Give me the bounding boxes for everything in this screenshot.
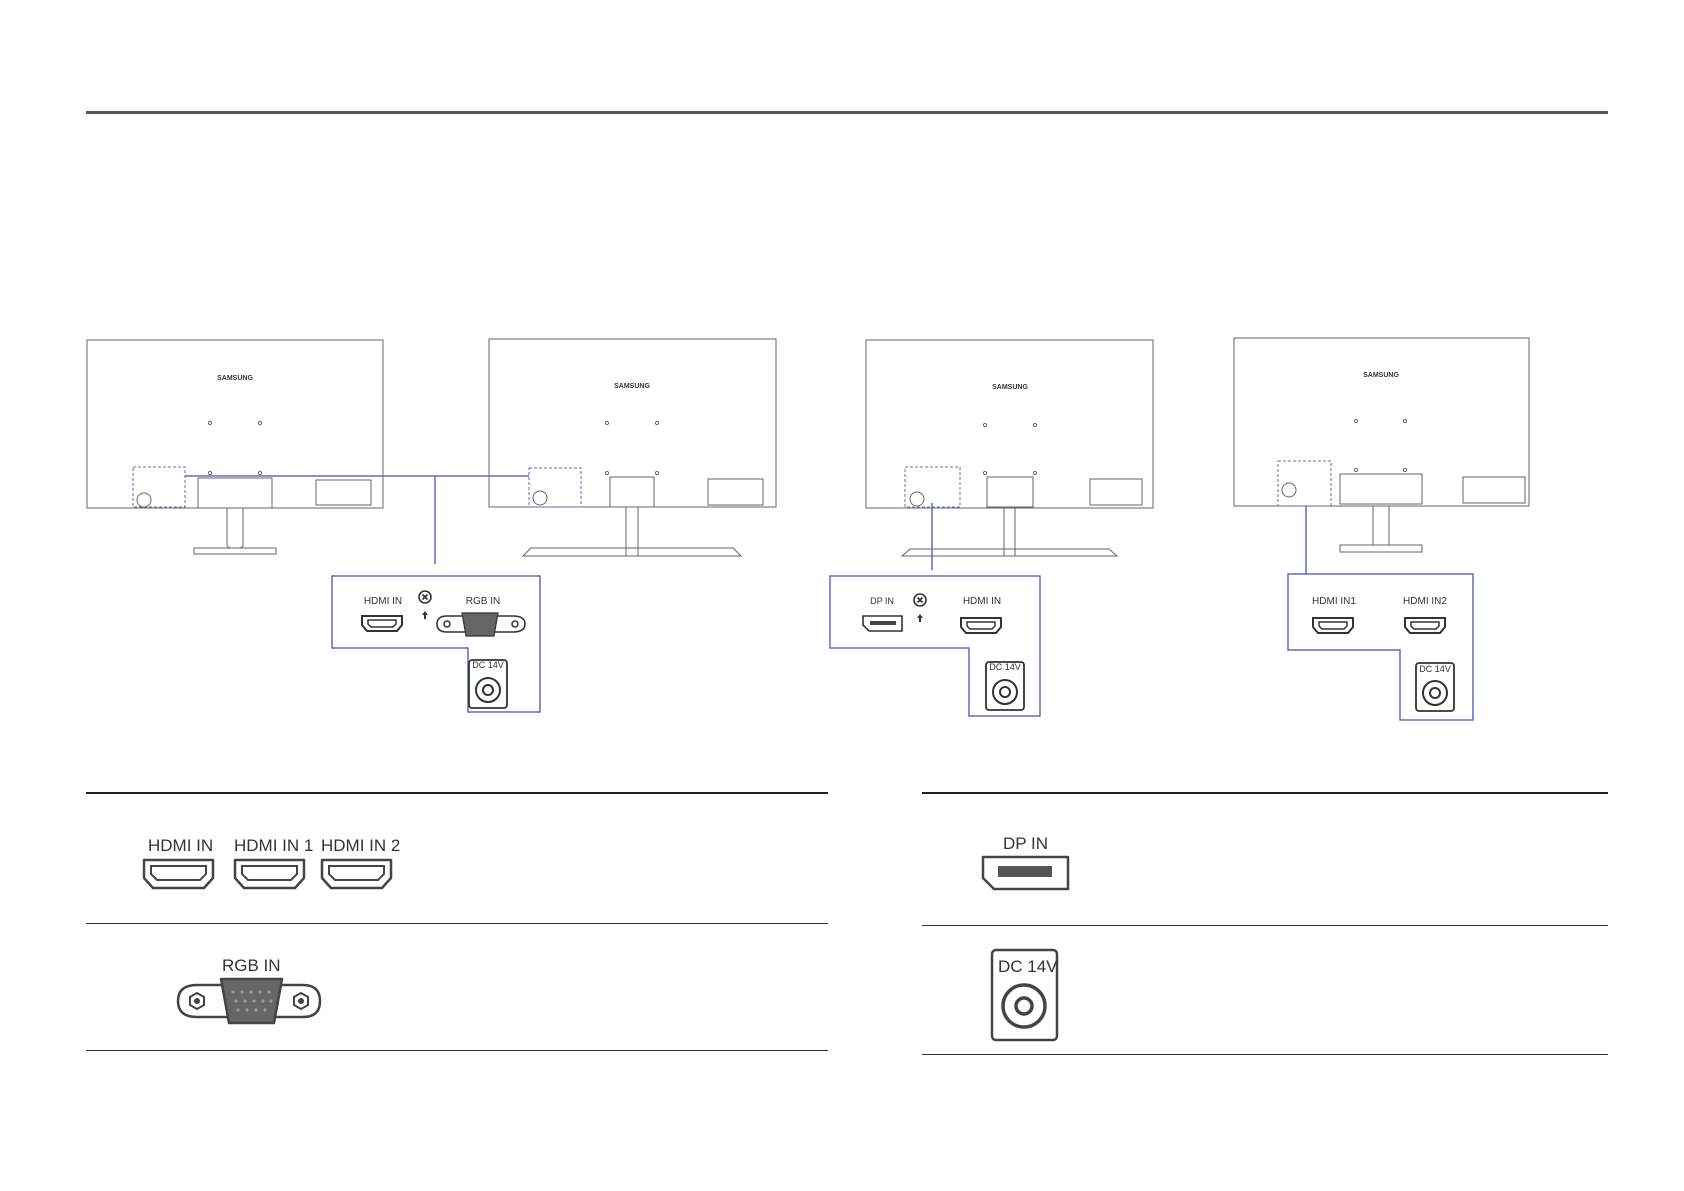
- monitor-c: SAMSUNG: [865, 339, 1154, 557]
- vga-port-icon: [436, 612, 526, 637]
- header-rule: [86, 111, 1608, 114]
- vga-port-icon: [176, 977, 322, 1025]
- hdmi-port-icon: [233, 858, 306, 890]
- table-left-mid-rule: [86, 923, 828, 924]
- callout-c-port2: HDMI IN2: [1403, 596, 1447, 607]
- monitor-b: SAMSUNG: [488, 338, 777, 557]
- brand-label: SAMSUNG: [614, 383, 650, 390]
- hdmi-in-label: HDMI IN: [148, 836, 214, 855]
- dc-14v-label: DC 14V: [998, 957, 1058, 976]
- monitor-a: SAMSUNG: [86, 339, 384, 555]
- brand-label: SAMSUNG: [1363, 372, 1399, 379]
- hdmi-in-1-label: HDMI IN 1: [234, 836, 314, 855]
- table-left-top-rule: [86, 792, 828, 794]
- callout-c-power: DC 14V: [1419, 664, 1451, 674]
- displayport-icon: [981, 855, 1070, 891]
- hdmi-port-icon: [320, 858, 393, 890]
- callout-a-port1: HDMI IN: [364, 596, 402, 607]
- brand-label: SAMSUNG: [992, 384, 1028, 391]
- hdmi-in-2-label: HDMI IN 2: [321, 836, 401, 855]
- callout-a: HDMI IN RGB IN DC 14V: [331, 575, 541, 713]
- callout-b-port1: DP IN: [870, 596, 894, 606]
- table-right-mid-rule: [922, 925, 1608, 926]
- dp-in-label: DP IN: [1003, 834, 1049, 853]
- callout-b-power: DC 14V: [989, 662, 1021, 672]
- callout-c: HDMI IN1 HDMI IN2 DC 14V: [1287, 573, 1474, 721]
- table-right-top-rule: [922, 792, 1608, 794]
- callout-a-port2: RGB IN: [466, 596, 500, 607]
- monitor-back-illustrations: SAMSUNG SAMSUNG SAMSUNG: [86, 337, 1530, 721]
- callout-c-port1: HDMI IN1: [1312, 596, 1356, 607]
- table-right-bottom-rule: [922, 1054, 1608, 1055]
- table-left-bottom-rule: [86, 1050, 828, 1051]
- monitor-d: SAMSUNG: [1233, 337, 1530, 553]
- callout-b-port2: HDMI IN: [963, 596, 1001, 607]
- callout-a-power: DC 14V: [472, 660, 504, 670]
- callout-b: DP IN HDMI IN DC 14V: [829, 575, 1041, 717]
- brand-label: SAMSUNG: [217, 375, 253, 382]
- hdmi-port-icon: [142, 858, 215, 890]
- displayport-icon: [862, 615, 903, 632]
- rgb-in-label: RGB IN: [222, 956, 281, 975]
